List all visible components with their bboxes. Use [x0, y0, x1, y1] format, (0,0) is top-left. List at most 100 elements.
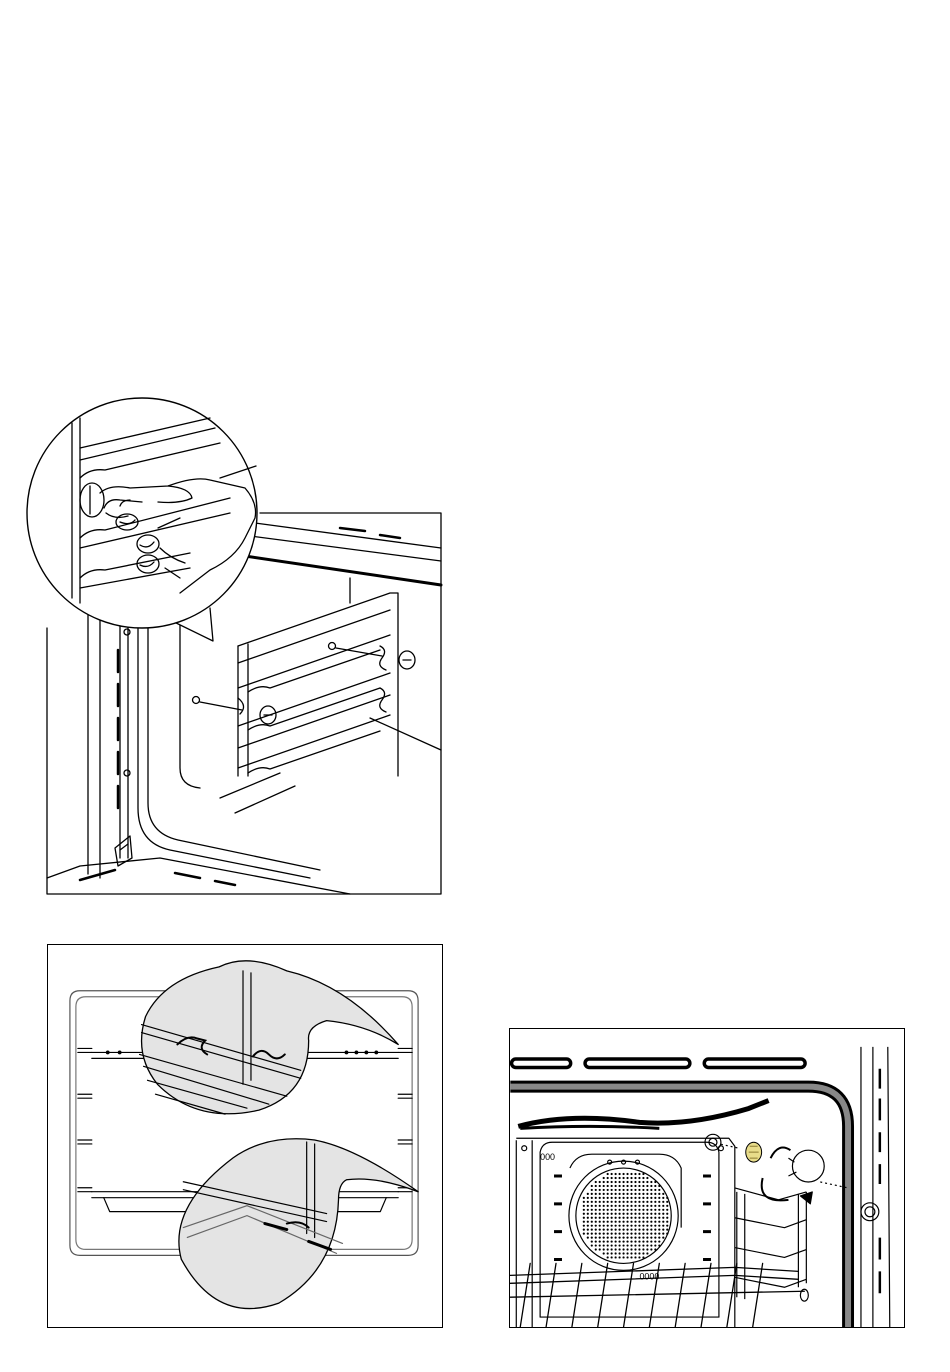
fan-grille-hole: [618, 1189, 620, 1191]
fan-grille-hole: [650, 1205, 652, 1207]
fan-grille-hole: [626, 1217, 628, 1219]
fan-grille-hole: [618, 1205, 620, 1207]
fan-grille-hole: [618, 1185, 620, 1187]
fan-grille-hole: [599, 1244, 601, 1246]
fan-grille-hole: [591, 1197, 593, 1199]
fan-grille-hole: [622, 1252, 624, 1254]
fan-grille-hole: [638, 1173, 640, 1175]
fan-grille-hole: [603, 1189, 605, 1191]
fan-grille-hole: [603, 1221, 605, 1223]
fan-grille-hole: [658, 1221, 660, 1223]
fan-grille-hole: [630, 1233, 632, 1235]
fan-grille-hole: [618, 1221, 620, 1223]
fan-grille-hole: [587, 1209, 589, 1211]
fan-grille-hole: [599, 1185, 601, 1187]
fan-grille-hole: [615, 1240, 617, 1242]
fan-grille-hole: [607, 1205, 609, 1207]
fan-grille-hole: [603, 1177, 605, 1179]
fan-grille-hole: [595, 1240, 597, 1242]
fan-grille-hole: [646, 1209, 648, 1211]
figure-oven-lamp-replacement: 000 0000: [509, 1028, 905, 1328]
fan-grille-hole: [622, 1197, 624, 1199]
fan-grille-hole: [626, 1193, 628, 1195]
fan-grille-hole: [618, 1201, 620, 1203]
fan-grille-hole: [595, 1229, 597, 1231]
fan-grille-hole: [654, 1225, 656, 1227]
fan-grille-hole: [658, 1237, 660, 1239]
fan-grille-hole: [642, 1213, 644, 1215]
fan-grille-hole: [587, 1229, 589, 1231]
fan-grille-hole: [626, 1248, 628, 1250]
fan-grille-hole: [603, 1233, 605, 1235]
rack-wire: [520, 1263, 530, 1327]
fan-grille-hole: [666, 1217, 668, 1219]
fan-grille-hole: [622, 1181, 624, 1183]
fan-grille-hole: [595, 1185, 597, 1187]
fan-grille-hole: [642, 1181, 644, 1183]
fan-grille-hole: [603, 1181, 605, 1183]
fan-grille-hole: [618, 1256, 620, 1258]
fan-grille-hole: [630, 1237, 632, 1239]
fan-grille-hole: [587, 1237, 589, 1239]
fan-grille-hole: [622, 1201, 624, 1203]
fan-grille-hole: [607, 1233, 609, 1235]
fan-grille-hole: [634, 1256, 636, 1258]
fan-grille-hole: [658, 1213, 660, 1215]
fan-grille-hole: [583, 1225, 585, 1227]
fan-grille-hole: [607, 1237, 609, 1239]
fan-grille-hole: [583, 1205, 585, 1207]
fan-grille-hole: [587, 1197, 589, 1199]
fan-grille-hole: [611, 1256, 613, 1258]
fan-grille-hole: [650, 1229, 652, 1231]
fan-grille-hole: [615, 1237, 617, 1239]
fan-grille-hole: [587, 1193, 589, 1195]
fan-grille-hole: [599, 1209, 601, 1211]
fan-grille-hole: [642, 1201, 644, 1203]
fan-grille-hole: [622, 1225, 624, 1227]
fan-grille-hole: [634, 1233, 636, 1235]
fan-grille-hole: [634, 1181, 636, 1183]
fan-grille-hole: [630, 1197, 632, 1199]
fan-grille-hole: [666, 1225, 668, 1227]
fan-grille-hole: [618, 1229, 620, 1231]
fan-grille-hole: [654, 1201, 656, 1203]
fan-grille-hole: [615, 1205, 617, 1207]
fan-grille-hole: [583, 1209, 585, 1211]
fan-grille-hole: [646, 1181, 648, 1183]
fan-grille-hole: [650, 1209, 652, 1211]
fan-grille-hole: [615, 1173, 617, 1175]
fan-grille-hole: [634, 1237, 636, 1239]
fan-grille-hole: [634, 1177, 636, 1179]
fan-grille-hole: [642, 1233, 644, 1235]
fan-grille-hole: [607, 1240, 609, 1242]
fan-grille-hole: [662, 1197, 664, 1199]
fan-grille-hole: [646, 1205, 648, 1207]
fan-grille-hole: [658, 1185, 660, 1187]
fan-grille-hole: [622, 1217, 624, 1219]
fan-grille-hole: [587, 1213, 589, 1215]
fan-grille-hole: [626, 1189, 628, 1191]
fan-grille-hole: [626, 1181, 628, 1183]
fan-grille-hole: [654, 1205, 656, 1207]
fan-grille-hole: [642, 1173, 644, 1175]
fan-grille-hole: [591, 1213, 593, 1215]
fan-grille-hole: [630, 1256, 632, 1258]
fan-grille-hole: [618, 1193, 620, 1195]
fan-grille-hole: [618, 1197, 620, 1199]
fan-grille-hole: [662, 1193, 664, 1195]
fan-grille-hole: [611, 1221, 613, 1223]
fan-grille-hole: [654, 1248, 656, 1250]
fan-grille-hole: [583, 1221, 585, 1223]
fan-grille-hole: [666, 1209, 668, 1211]
fan-grille-hole: [666, 1221, 668, 1223]
fan-grille-hole: [599, 1221, 601, 1223]
fan-grille-hole: [658, 1193, 660, 1195]
fan-grille-hole: [646, 1240, 648, 1242]
fan-grille-hole: [591, 1233, 593, 1235]
fan-grille-hole: [599, 1205, 601, 1207]
fan-grille-hole: [607, 1248, 609, 1250]
fan-grille-hole: [658, 1229, 660, 1231]
fan-grille-hole: [595, 1209, 597, 1211]
fan-grille-hole: [634, 1189, 636, 1191]
fan-grille-hole: [595, 1189, 597, 1191]
